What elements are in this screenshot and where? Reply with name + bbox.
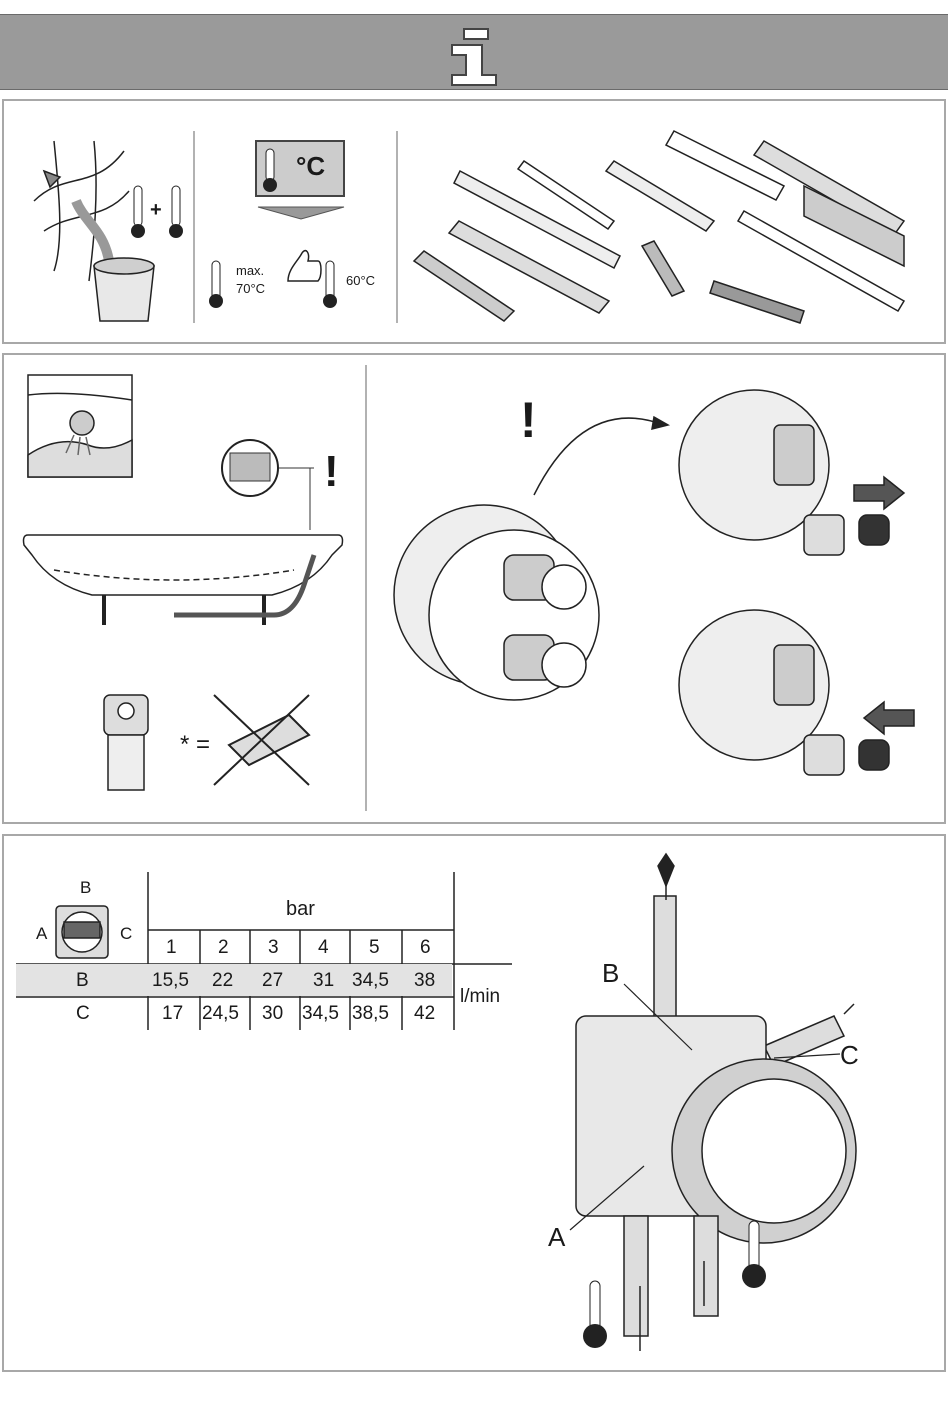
flow-cell: 24,5 xyxy=(202,1003,239,1025)
diagram-label-a: A xyxy=(548,1222,565,1253)
arrow-down-icon xyxy=(258,207,344,219)
pressure-cell: 3 xyxy=(268,937,279,959)
flow-rate-panel: B A C bar l/min B C A xyxy=(2,834,946,1372)
key-label-b: B xyxy=(80,878,91,898)
row-outlet-label: B xyxy=(76,970,89,992)
max-temp-label: 70°C xyxy=(236,281,265,296)
cartridge-illustration xyxy=(104,695,148,790)
installation-illustrations xyxy=(4,355,944,822)
asterisk-equals: * = xyxy=(180,731,210,759)
tools-illustration xyxy=(414,131,904,323)
flow-cell: 30 xyxy=(262,1003,283,1025)
pressure-cell: 4 xyxy=(318,937,329,959)
flow-cell: 34,5 xyxy=(352,970,389,992)
flow-rate-table xyxy=(14,872,450,873)
flow-cell: 17 xyxy=(162,1003,183,1025)
row-outlet-label: C xyxy=(76,1003,90,1025)
valve-body-bottom xyxy=(679,610,914,775)
flow-unit-label: l/min xyxy=(460,986,500,1008)
concealed-body-illustration xyxy=(576,854,856,1351)
key-label-c: C xyxy=(120,924,132,944)
flow-cell: 42 xyxy=(414,1003,435,1025)
valve-body-top xyxy=(679,390,904,555)
flow-cell: 15,5 xyxy=(152,970,189,992)
flow-diagram xyxy=(4,836,944,1370)
preparation-illustrations xyxy=(4,101,944,342)
info-icon xyxy=(0,15,948,89)
flow-cell: 22 xyxy=(212,970,233,992)
bathtub-illustration xyxy=(24,535,343,625)
recommended-temp-label: 60°C xyxy=(346,273,375,288)
pressure-header-row xyxy=(14,872,450,873)
flow-cell: 34,5 xyxy=(302,1003,339,1025)
crossed-out-box-icon xyxy=(214,695,309,785)
diagram-label-b: B xyxy=(602,958,619,989)
key-label-a: A xyxy=(36,924,47,944)
thermostat-assembly-illustration xyxy=(394,417,668,700)
installation-panel: ! ! * = xyxy=(2,353,946,824)
warning-mark: ! xyxy=(324,447,339,497)
diagram-label-c: C xyxy=(840,1040,859,1071)
flow-cell: 31 xyxy=(313,970,334,992)
flow-cell: 38,5 xyxy=(352,1003,389,1025)
pressure-cell: 5 xyxy=(369,937,380,959)
pressure-cell: 1 xyxy=(166,937,177,959)
pressure-cell: 2 xyxy=(218,937,229,959)
warning-mark: ! xyxy=(520,391,537,449)
plus-sign: + xyxy=(150,199,162,222)
thumbs-up-icon xyxy=(288,251,321,281)
flow-cell: 27 xyxy=(262,970,283,992)
cold-thermometer-icon xyxy=(583,1281,607,1348)
flow-cell: 38 xyxy=(414,970,435,992)
info-banner xyxy=(0,14,948,90)
pressure-unit-header: bar xyxy=(286,898,315,921)
shower-detail-illustration xyxy=(28,375,132,477)
celsius-label: °C xyxy=(296,151,325,182)
preparation-panel: °C + max. 70°C 60°C xyxy=(2,99,946,344)
outlet-key-icon xyxy=(56,906,108,958)
pressure-cell: 6 xyxy=(420,937,431,959)
max-label: max. xyxy=(236,263,264,278)
